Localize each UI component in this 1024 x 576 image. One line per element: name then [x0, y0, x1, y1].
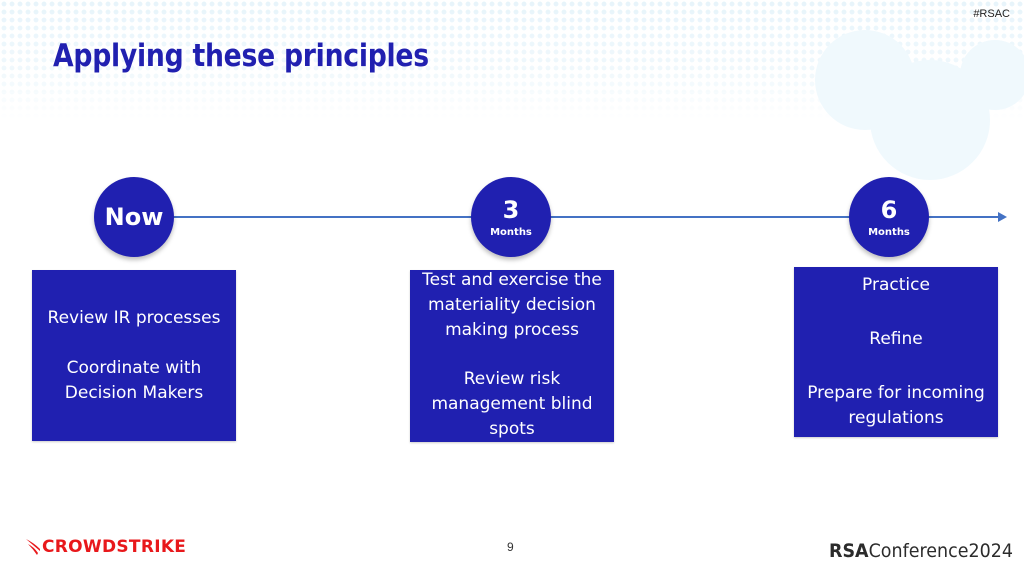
box-text: management blind: [431, 394, 593, 414]
milestone-6-months: 6 Months: [849, 177, 929, 257]
timeline-line: [135, 216, 1001, 218]
action-box-3-months: Test and exercise the materiality decisi…: [410, 270, 614, 442]
box-text: Coordinate with: [66, 357, 202, 378]
milestone-sublabel: Months: [490, 226, 532, 238]
box-text: spots: [489, 419, 535, 439]
box-text: Review IR processes: [47, 307, 221, 328]
action-box-now: Review IR processes Coordinate with Deci…: [32, 270, 236, 441]
rsa-conference-logo: RSAConference2024: [829, 540, 1013, 562]
milestone-label: 3: [502, 195, 520, 224]
milestone-label: 6: [880, 195, 898, 224]
box-text: Practice: [862, 275, 930, 295]
conference-year: 2024: [968, 540, 1013, 562]
box-text: Refine: [869, 329, 923, 349]
milestone-label: Now: [104, 203, 164, 231]
milestone-3-months: 3 Months: [471, 177, 551, 257]
background-bubble: [960, 40, 1024, 110]
crowdstrike-wordmark: CROWDSTRIKE: [42, 537, 187, 557]
box-text: Prepare for incoming: [807, 383, 985, 403]
rsa-wordmark: RSA: [829, 540, 869, 562]
page-title: Applying these principles: [53, 38, 429, 74]
falcon-icon: [26, 539, 40, 555]
crowdstrike-logo: CROWDSTRIKE: [26, 537, 186, 557]
milestone-now: Now: [94, 177, 174, 257]
conference-wordmark: Conference: [868, 540, 969, 562]
box-text: Review risk: [463, 369, 561, 389]
milestone-sublabel: Months: [868, 226, 910, 238]
hashtag-label: #RSAC: [973, 8, 1010, 20]
box-text: making process: [445, 320, 579, 340]
action-box-6-months: Practice Refine Prepare for incoming reg…: [794, 267, 998, 437]
page-number: 9: [507, 540, 514, 554]
timeline-arrow-icon: [998, 212, 1007, 222]
box-text: Test and exercise the: [422, 270, 602, 290]
box-text: materiality decision: [428, 295, 596, 315]
box-text: regulations: [848, 408, 944, 428]
box-text: Decision Makers: [64, 382, 204, 403]
